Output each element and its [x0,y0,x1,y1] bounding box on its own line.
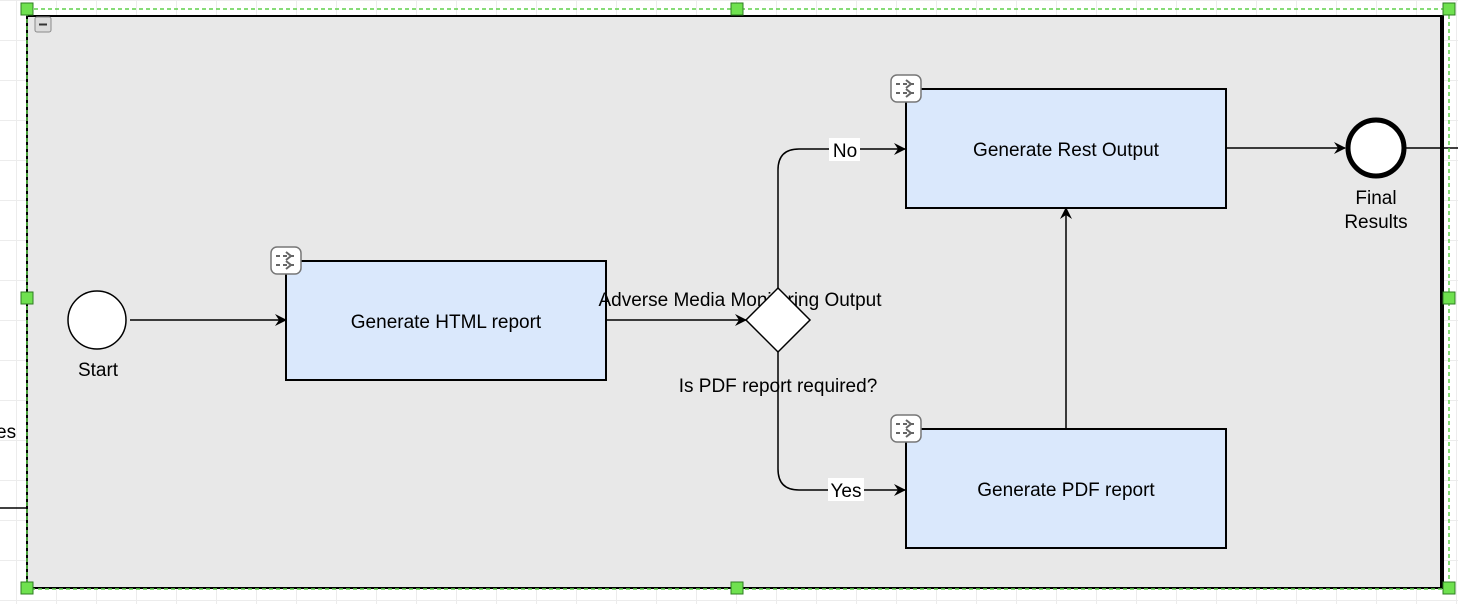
resize-handle-bottom-left[interactable] [20,581,34,595]
start-event[interactable] [67,290,127,350]
resize-handle-middle-right[interactable] [1442,291,1456,305]
yes-label-bg [828,478,864,501]
start-event-label: Start [78,360,119,381]
task-html-report-label: Generate HTML report [351,312,542,333]
exclusive-gateway[interactable] [744,286,812,354]
swap-arrows-icon [276,251,296,270]
flow-no-label: No [833,141,857,162]
flow-gateway-no [777,143,906,288]
task-generate-rest-output[interactable] [905,88,1227,209]
offscreen-fragment: es [0,422,27,509]
end-event[interactable] [1345,117,1407,179]
resize-handle-middle-left[interactable] [20,291,34,305]
resize-handle-bottom-center[interactable] [730,581,744,595]
swap-arrows-icon [896,419,916,438]
resize-handle-top-right[interactable] [1442,2,1456,16]
swap-arrows-icon [896,79,916,98]
service-task-marker-pdf [890,414,922,443]
no-label-bg [829,138,860,161]
resize-handle-top-center[interactable] [730,2,744,16]
selection-handles [20,2,1456,595]
flow-yes-label: Yes [831,481,862,502]
service-task-marker-rest [890,74,922,103]
flow-gateway-yes [777,352,906,496]
service-task-marker-html [270,246,302,275]
offscreen-label: es [0,422,16,443]
task-rest-output-label: Generate Rest Output [973,140,1160,161]
flow-adverse-media-label: Adverse Media Monitoring Output [598,290,882,311]
resize-handle-bottom-right[interactable] [1442,581,1456,595]
end-event-label-line2: Results [1344,212,1407,233]
resize-handle-top-left[interactable] [20,2,34,16]
end-event-label-line1: Final [1355,188,1396,209]
task-generate-html-report[interactable] [285,260,607,381]
gateway-question-label: Is PDF report required? [679,376,878,397]
task-generate-pdf-report[interactable] [905,428,1227,549]
collapse-button[interactable] [34,16,52,33]
task-pdf-report-label: Generate PDF report [977,480,1155,501]
